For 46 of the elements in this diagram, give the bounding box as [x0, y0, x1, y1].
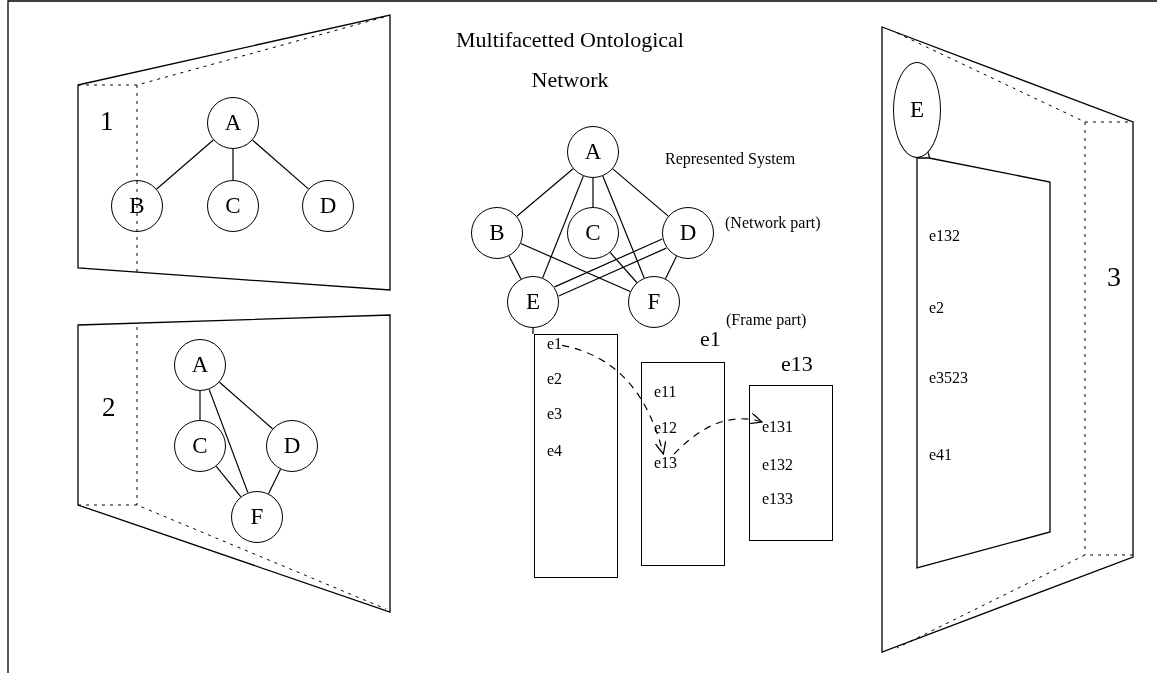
frame-entry: e2 — [547, 370, 563, 388]
frame-entry: e2 — [929, 299, 945, 317]
panel-number: 2 — [102, 392, 116, 422]
connector-line — [664, 255, 678, 280]
connector-line — [592, 177, 594, 208]
connector-line — [218, 381, 274, 430]
frame-entry: e12 — [654, 419, 678, 437]
frame-title: e13 — [781, 352, 813, 376]
frame-title: e1 — [700, 327, 721, 351]
connector-line — [532, 327, 534, 335]
connector-line — [252, 139, 310, 190]
connector-line — [612, 168, 669, 217]
annotation-label: Represented System — [665, 150, 796, 168]
frame-box — [534, 334, 618, 578]
frame-entry: e1 — [547, 335, 563, 353]
panel-number: 3 — [1107, 262, 1121, 292]
frame-entry: e11 — [654, 383, 677, 401]
diagram-title: Multifacetted Ontological Network — [455, 26, 685, 94]
frame-entry: e13 — [654, 454, 678, 472]
connector-line — [208, 388, 249, 494]
frame-entry: e131 — [762, 418, 794, 436]
connector-line — [520, 242, 631, 293]
frame-entry: e3 — [547, 405, 563, 423]
frame-entry: e133 — [762, 490, 794, 508]
connector-line — [542, 175, 584, 279]
connector-line — [267, 468, 282, 495]
connector-line — [927, 151, 931, 159]
connector-line — [516, 168, 574, 217]
connector-line — [602, 175, 645, 279]
frame-entry: e3523 — [929, 369, 969, 387]
connector-line — [232, 148, 234, 181]
connector-line — [199, 390, 201, 421]
connector-line — [156, 139, 214, 190]
frame-entry: e132 — [929, 227, 961, 245]
dashed-arrow — [561, 344, 666, 455]
annotation-label: (Frame part) — [726, 311, 807, 329]
panel-number: 1 — [100, 106, 114, 136]
connector-line — [508, 255, 522, 280]
connector-line — [554, 238, 663, 288]
frame-entry: e132 — [762, 456, 794, 474]
connector-line — [215, 465, 242, 498]
connector-line — [609, 251, 638, 284]
connector-line — [558, 247, 667, 297]
dashed-arrow — [673, 413, 763, 455]
frame-entry: e4 — [547, 442, 563, 460]
frame-entry: e41 — [929, 446, 953, 464]
